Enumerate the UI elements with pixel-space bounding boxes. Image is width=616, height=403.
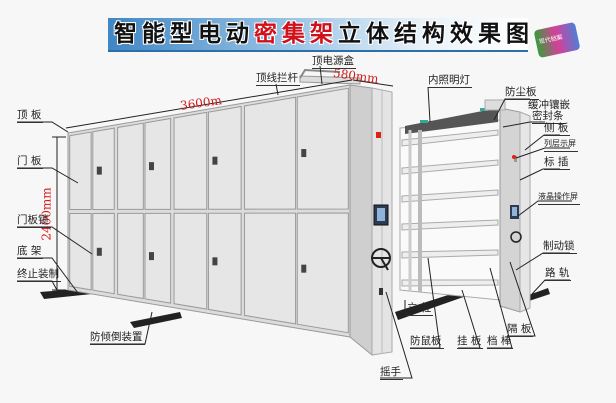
- label-lcd-screen: 液晶操作屏: [538, 191, 580, 205]
- door-lock-icon[interactable]: [301, 264, 307, 273]
- door-lock-icon[interactable]: [96, 247, 102, 256]
- door-panel[interactable]: [244, 212, 297, 325]
- column-display-light: [376, 132, 381, 138]
- label-column-display: 列层示屏: [544, 138, 578, 152]
- door-panel[interactable]: [244, 96, 297, 210]
- door-lock-icon[interactable]: [148, 162, 154, 171]
- title-highlight: 密集架: [254, 21, 338, 47]
- door-panel[interactable]: [117, 212, 144, 300]
- label-hand-crank: 摇手: [380, 366, 403, 380]
- door-panel[interactable]: [69, 212, 92, 291]
- label-door-lock: 门板锁: [17, 214, 51, 228]
- label-rail: 路 轨: [545, 267, 572, 281]
- label-shelf: 隔 板: [507, 323, 534, 337]
- door-panel[interactable]: [296, 212, 349, 334]
- door-panel[interactable]: [207, 212, 242, 316]
- label-buffer-seal: 缓冲镶嵌: [528, 99, 570, 111]
- label-dust-board: 防尘板: [505, 86, 539, 100]
- door-panel[interactable]: [92, 127, 115, 210]
- label-top-wire-rail: 顶线拦杆: [256, 72, 300, 86]
- label-column: 立 柱: [407, 302, 434, 316]
- label-seal-strip: 密封条: [532, 110, 566, 124]
- label-hang-board: 挂 板: [457, 335, 484, 349]
- door-panel[interactable]: [69, 131, 92, 210]
- label-brake-lock: 制动锁: [543, 240, 577, 254]
- shelf-board: [401, 279, 499, 287]
- label-side-panel: 侧 板: [544, 122, 571, 136]
- title-part-1: 智能型电动: [114, 21, 254, 47]
- door-lock-icon[interactable]: [148, 252, 154, 261]
- door-lock-icon[interactable]: [301, 149, 307, 158]
- label-inner-light: 内照明灯: [428, 74, 472, 88]
- door-lock-icon[interactable]: [212, 257, 218, 266]
- door-panel[interactable]: [144, 212, 172, 304]
- title-part-3: 立体结构效果图: [338, 21, 534, 47]
- shelf-board: [401, 189, 499, 203]
- door-panel[interactable]: [296, 87, 349, 210]
- open-shelf-unit: [399, 99, 531, 313]
- shelf-board: [401, 159, 499, 175]
- door-panel[interactable]: [117, 122, 144, 210]
- shelf-board: [401, 219, 499, 231]
- label-top-power-box: 顶电源盒: [312, 55, 356, 69]
- door-panel[interactable]: [92, 212, 115, 295]
- label-door-panel: 门 板: [17, 155, 44, 169]
- label-end-stop: 终止装制: [17, 268, 61, 282]
- closed-cabinet: [67, 68, 393, 357]
- door-panel[interactable]: [173, 111, 208, 210]
- title-banner: 智能型电动密集架立体结构效果图: [108, 18, 529, 52]
- label-base-frame: 底 架: [17, 245, 44, 259]
- shelf-board: [401, 129, 499, 147]
- label-label-slot: 标 插: [544, 156, 571, 170]
- door-panel[interactable]: [173, 212, 208, 310]
- shelf-board: [401, 249, 499, 259]
- label-stop-bar: 档 棒: [487, 335, 514, 349]
- label-anti-tilt: 防倾倒装置: [90, 331, 145, 345]
- door-lock-icon[interactable]: [96, 166, 102, 175]
- label-rat-guard: 防鼠板: [410, 335, 444, 349]
- hand-crank-wheel[interactable]: [371, 248, 391, 271]
- brake-lock[interactable]: [379, 288, 383, 295]
- label-top-board: 顶 板: [17, 109, 44, 123]
- door-panel[interactable]: [207, 105, 242, 210]
- diagram-title: 智能型电动密集架立体结构效果图: [114, 18, 534, 50]
- door-panel[interactable]: [144, 117, 172, 210]
- door-lock-icon[interactable]: [212, 156, 218, 165]
